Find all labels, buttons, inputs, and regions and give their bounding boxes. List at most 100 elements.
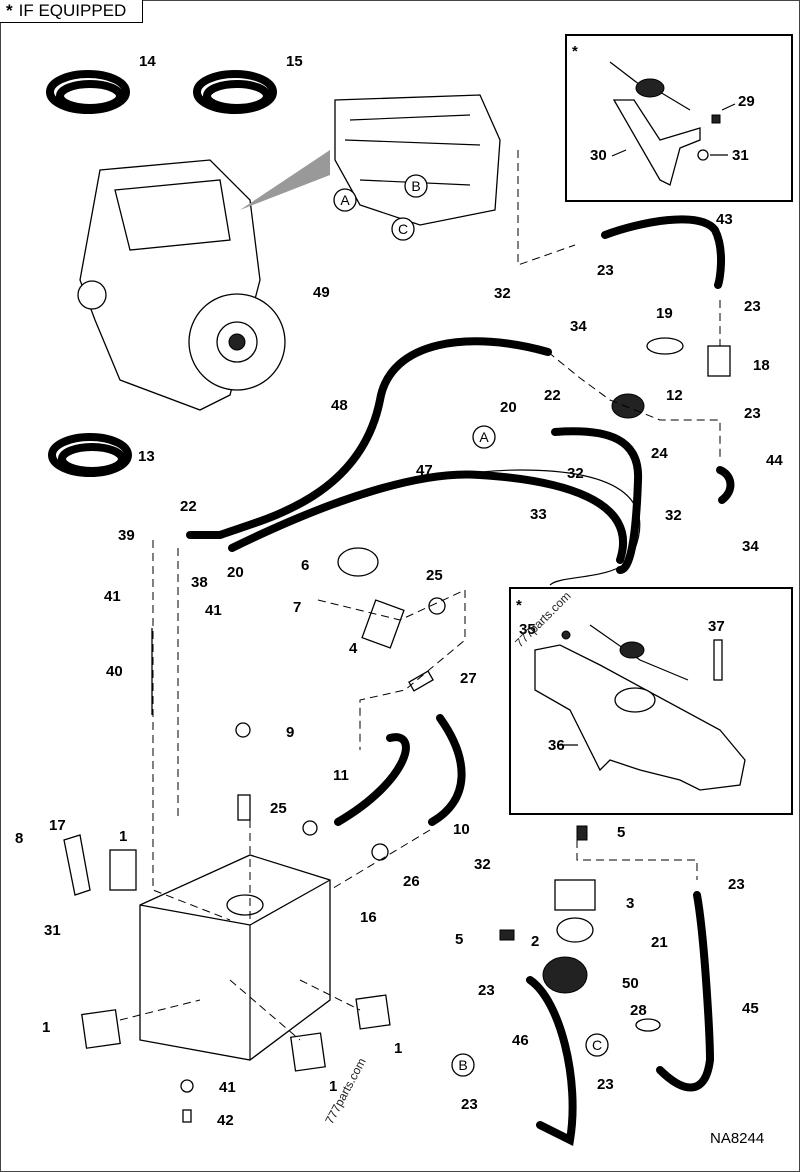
svg-text:B: B — [458, 1057, 467, 1073]
callout: 32 — [494, 285, 511, 302]
sender-9 — [235, 722, 251, 738]
pulley — [77, 280, 107, 310]
callout: 23 — [597, 262, 614, 279]
callout: 19 — [656, 305, 673, 322]
hose-coil-14 — [46, 70, 130, 114]
callout: 31 — [44, 922, 61, 939]
callout: 41 — [219, 1079, 236, 1096]
svg-text:A: A — [479, 429, 489, 445]
callout: 20 — [227, 564, 244, 581]
hose-46 — [526, 976, 577, 1147]
callout: 40 — [106, 663, 123, 680]
callout: 23 — [461, 1096, 478, 1113]
fitting-5 — [576, 825, 588, 841]
callout: 17 — [49, 817, 66, 834]
ref-circle-a: A — [472, 425, 496, 449]
svg-text:C: C — [592, 1037, 602, 1053]
callout: 6 — [301, 557, 309, 574]
pad — [81, 1009, 121, 1049]
callout: 41 — [104, 588, 121, 605]
legend-box: * IF EQUIPPED — [0, 0, 143, 23]
fuel-line — [589, 624, 689, 681]
asterisk-icon: * — [516, 597, 522, 614]
nut — [711, 114, 721, 124]
inset-fuel-pump-bracket: * — [565, 34, 793, 202]
asterisk-icon: * — [572, 43, 578, 60]
callout: 24 — [651, 445, 668, 462]
filter-head-2 — [556, 917, 594, 943]
hose-coil-13 — [48, 433, 132, 477]
cover-recess — [614, 687, 656, 713]
fuel-cap-6 — [337, 547, 379, 577]
callout: 23 — [478, 982, 495, 999]
callout: 5 — [455, 931, 463, 948]
inset-fuel-tank-cover: * — [509, 587, 793, 815]
callouts: 14 15 13 49 29 30 31 43 23 23 32 34 19 1… — [15, 53, 783, 1129]
callout: 23 — [597, 1076, 614, 1093]
callout: 1 — [394, 1040, 402, 1057]
callout: 25 — [426, 567, 443, 584]
callout: 39 — [118, 527, 135, 544]
strap-guard — [109, 849, 137, 891]
callout: 16 — [360, 909, 377, 926]
callout: 1 — [329, 1078, 337, 1095]
asterisk-icon: * — [6, 1, 13, 20]
callout: 26 — [403, 873, 420, 890]
clamp-19 — [646, 337, 684, 355]
callout: 4 — [349, 640, 358, 657]
pad — [355, 994, 391, 1030]
hose-11 — [334, 733, 410, 826]
filler-neck-4 — [361, 599, 405, 649]
svg-text:A: A — [340, 192, 350, 208]
callout: 42 — [217, 1112, 234, 1129]
fuel-pump-12 — [611, 393, 645, 419]
pad — [290, 1032, 326, 1072]
ref-circle-a: A — [333, 188, 357, 212]
callout: 25 — [270, 800, 287, 817]
drawing-id: NA8244 — [710, 1130, 764, 1147]
ref-circle-c: C — [391, 217, 415, 241]
callout: 20 — [500, 399, 517, 416]
callout: 10 — [453, 821, 470, 838]
ref-circle-c: C — [585, 1033, 609, 1057]
hose-48 — [186, 337, 552, 539]
callout: 28 — [630, 1002, 647, 1019]
clamp-25 — [302, 820, 318, 836]
callout: 9 — [286, 724, 294, 741]
callout: 46 — [512, 1032, 529, 1049]
tank-filler-port — [226, 894, 264, 916]
callout: 5 — [617, 824, 625, 841]
callout: 22 — [544, 387, 561, 404]
fuel-tank — [63, 834, 391, 1123]
detail-pointer — [240, 150, 330, 210]
fitting-27 — [408, 670, 434, 692]
callout: 7 — [293, 599, 301, 616]
svg-text:B: B — [411, 178, 420, 194]
fuel-pump — [635, 78, 665, 98]
clamp-26 — [371, 843, 389, 861]
tank-cover — [534, 644, 746, 791]
callout: 35 — [519, 621, 536, 638]
callout: 38 — [191, 574, 208, 591]
callout: 45 — [742, 1000, 759, 1017]
bolt — [697, 149, 709, 161]
callout: 47 — [416, 462, 433, 479]
inset-frame — [565, 34, 793, 202]
callout: 32 — [665, 507, 682, 524]
callout: 11 — [333, 767, 349, 784]
callout: 23 — [728, 876, 745, 893]
ref-circle-b: B — [451, 1053, 475, 1077]
callout: 3 — [626, 895, 634, 912]
callout: 33 — [530, 506, 547, 523]
callout: 2 — [531, 933, 539, 950]
hose-44 — [716, 466, 735, 504]
callout: 13 — [138, 448, 155, 465]
callout: 37 — [708, 618, 725, 635]
strap — [63, 834, 91, 896]
callout: 23 — [744, 298, 761, 315]
callout: 23 — [744, 405, 761, 422]
engine-detail — [334, 94, 501, 226]
callout: 30 — [590, 147, 607, 164]
hose-47 — [228, 470, 628, 564]
